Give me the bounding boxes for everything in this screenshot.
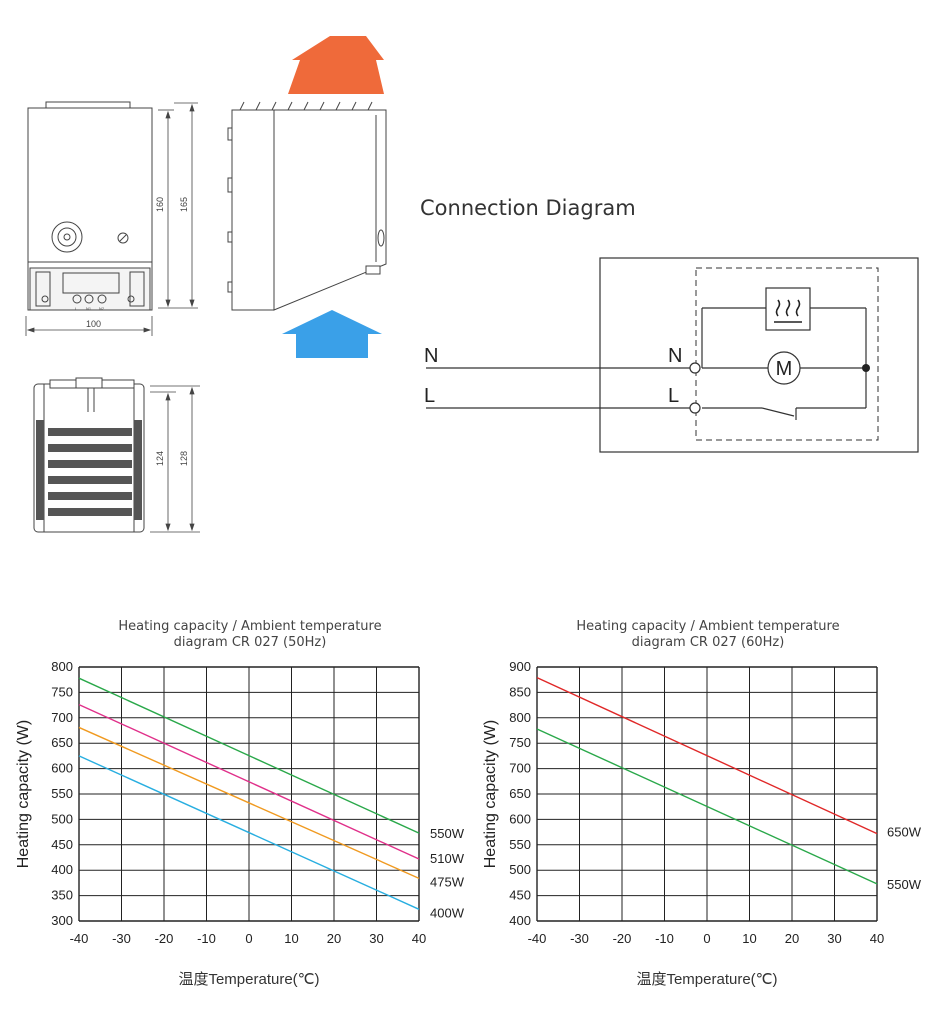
connection-diagram: M N L N L <box>424 257 919 453</box>
y-tick-label: 550 <box>51 786 73 801</box>
x-axis-label: 温度Temperature(℃) <box>636 971 777 988</box>
series-line-510w <box>78 703 420 860</box>
y-tick-label: 550 <box>509 837 531 852</box>
y-tick-label: 450 <box>509 888 531 903</box>
side-view <box>227 109 387 311</box>
chart-2-title: Heating capacity / Ambient temperature d… <box>538 619 878 651</box>
x-tick-label: -40 <box>528 931 547 946</box>
series-line-400w <box>78 755 420 910</box>
series-line-650w <box>536 677 878 835</box>
chart-2-heating-60hz: -40 -30 -20 -10 0 10 20 30 40 400 450 500 550 600 650 7… <box>482 659 922 988</box>
chart-grid <box>78 666 420 922</box>
y-tick-label: 500 <box>509 862 531 877</box>
x-tick-label: 30 <box>827 931 841 946</box>
y-axis-label: Heating capacity (W) <box>482 720 499 869</box>
inner-n-label: N <box>668 345 682 367</box>
terminal-l <box>689 402 701 414</box>
y-tick-label: 500 <box>51 811 73 826</box>
dimension-drawings: L N1 N2 100 160 165 <box>25 36 387 533</box>
hot-air-arrow-icon <box>288 36 384 94</box>
bottom-height-outer-label: 128 <box>179 451 189 466</box>
connection-diagram-title: Connection Diagram <box>420 196 636 220</box>
series-label-510w: 510W <box>430 851 465 866</box>
x-tick-label: 0 <box>245 931 252 946</box>
motor-label: M <box>776 358 793 380</box>
x-tick-label: -20 <box>613 931 632 946</box>
chart-1-title-line-2: diagram CR 027 (50Hz) <box>173 635 327 650</box>
front-width-label: 100 <box>86 319 101 329</box>
y-tick-label: 750 <box>509 735 531 750</box>
terminal-label-n1: N1 <box>86 306 92 311</box>
front-view <box>27 101 153 311</box>
terminal-label-l: L <box>75 306 78 311</box>
chart-2-title-line-1: Heating capacity / Ambient temperature <box>576 619 840 634</box>
y-tick-label: 800 <box>51 659 73 674</box>
x-tick-label: -10 <box>197 931 216 946</box>
chart-2-title-line-2: diagram CR 027 (60Hz) <box>631 635 785 650</box>
x-tick-label: 10 <box>742 931 756 946</box>
x-tick-label: -30 <box>570 931 589 946</box>
x-tick-label: 30 <box>369 931 383 946</box>
enclosure-box <box>599 257 919 453</box>
junction-dot <box>862 364 870 372</box>
x-tick-label: 40 <box>870 931 884 946</box>
motor-icon <box>767 351 801 385</box>
front-height-inner-label: 160 <box>155 197 165 212</box>
chart-1-heating-50hz: -40 -30 -20 -10 0 10 20 30 40 300 350 400 450 500 550 6… <box>15 659 465 988</box>
y-tick-label: 650 <box>51 735 73 750</box>
bottom-height-inner-label: 124 <box>155 451 165 466</box>
x-tick-label: 0 <box>703 931 710 946</box>
series-label-400w: 400W <box>430 905 465 920</box>
y-tick-label: 400 <box>51 862 73 877</box>
series-line-550w <box>78 677 420 834</box>
outer-n-label: N <box>424 345 438 367</box>
y-tick-label: 800 <box>509 710 531 725</box>
y-tick-label: 650 <box>509 786 531 801</box>
y-tick-label: 350 <box>51 888 73 903</box>
series-label-475w: 475W <box>430 874 465 889</box>
chart-grid <box>536 666 878 922</box>
chart-1-title: Heating capacity / Ambient temperature d… <box>80 619 420 651</box>
y-tick-label: 450 <box>51 837 73 852</box>
y-tick-label: 400 <box>509 913 531 928</box>
bottom-vent-slots <box>36 420 142 520</box>
y-tick-label: 850 <box>509 684 531 699</box>
terminal-label-n2: N2 <box>99 306 105 311</box>
inner-l-label: L <box>668 385 679 407</box>
y-tick-label: 600 <box>509 811 531 826</box>
x-tick-label: -40 <box>70 931 89 946</box>
x-tick-label: 10 <box>284 931 298 946</box>
wiring <box>426 307 867 420</box>
outer-l-label: L <box>424 385 435 407</box>
heater-icon <box>774 299 802 323</box>
x-axis-label: 温度Temperature(℃) <box>178 971 319 988</box>
x-tick-label: 40 <box>412 931 426 946</box>
y-tick-label: 750 <box>51 684 73 699</box>
y-tick-label: 600 <box>51 761 73 776</box>
front-height-outer-label: 165 <box>179 197 189 212</box>
x-tick-label: 20 <box>785 931 799 946</box>
series-line-550w <box>536 728 878 885</box>
bottom-dimension-lines <box>150 385 200 533</box>
chart-1-title-line-1: Heating capacity / Ambient temperature <box>118 619 382 634</box>
terminal-n <box>689 362 701 374</box>
series-line-475w <box>78 726 420 879</box>
x-tick-label: -20 <box>155 931 174 946</box>
x-tick-label: -30 <box>112 931 131 946</box>
series-label-550w: 550W <box>430 826 465 841</box>
device-boundary <box>695 267 879 441</box>
series-label-650w: 650W <box>887 825 922 840</box>
y-tick-label: 700 <box>509 761 531 776</box>
x-tick-label: -10 <box>655 931 674 946</box>
series-label-550w: 550W <box>887 877 922 892</box>
side-vent-tabs <box>239 101 373 111</box>
cold-air-arrow-icon <box>282 310 382 358</box>
y-axis-label: Heating capacity (W) <box>15 720 32 869</box>
y-tick-label: 700 <box>51 710 73 725</box>
y-tick-label: 300 <box>51 913 73 928</box>
x-tick-label: 20 <box>327 931 341 946</box>
y-tick-label: 900 <box>509 659 531 674</box>
front-dimension-lines <box>25 102 198 336</box>
